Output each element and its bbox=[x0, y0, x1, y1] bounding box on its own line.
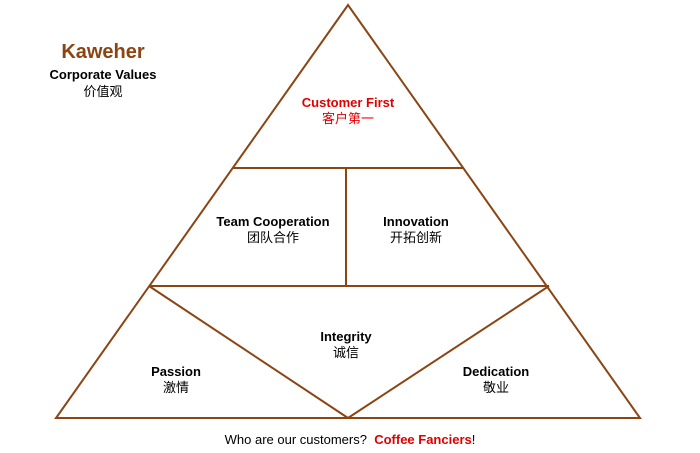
level-middle-left-en: Team Cooperation bbox=[216, 214, 330, 229]
level-middle-right: Innovation 开拓创新 bbox=[336, 213, 496, 248]
footer-line: Who are our customers? Coffee Fanciers! bbox=[0, 432, 700, 447]
footer-suffix: ! bbox=[471, 432, 476, 447]
level-bottom-center-en: Integrity bbox=[320, 329, 372, 344]
level-top: Customer First 客户第一 bbox=[268, 94, 428, 129]
level-middle-right-cn: 开拓创新 bbox=[389, 231, 442, 246]
level-top-en: Customer First bbox=[301, 95, 395, 110]
brand-name: Kaweher bbox=[61, 41, 145, 63]
level-bottom-center: Integrity 诚信 bbox=[266, 328, 426, 363]
divider-bottom-left bbox=[148, 285, 349, 419]
level-bottom-right-en: Dedication bbox=[462, 364, 530, 379]
level-middle-right-en: Innovation bbox=[383, 214, 449, 229]
level-bottom-left-en: Passion bbox=[151, 364, 201, 379]
footer-answer: Coffee Fanciers bbox=[374, 432, 472, 447]
divider-bottom-right bbox=[347, 285, 550, 419]
level-bottom-center-cn: 诚信 bbox=[332, 346, 359, 361]
level-bottom-right-cn: 敬业 bbox=[482, 381, 509, 396]
brand-block: Kaweher Corporate Values 价值观 bbox=[18, 40, 188, 102]
level-top-cn: 客户第一 bbox=[321, 112, 374, 127]
level-bottom-left: Passion 激情 bbox=[96, 363, 256, 398]
brand-subtitle-cn: 价值观 bbox=[83, 85, 123, 100]
level-bottom-left-cn: 激情 bbox=[162, 381, 189, 396]
footer-question: Who are our customers? bbox=[224, 432, 367, 447]
level-middle-left-cn: 团队合作 bbox=[246, 231, 299, 246]
brand-subtitle: Corporate Values bbox=[49, 67, 157, 82]
level-middle-left: Team Cooperation 团队合作 bbox=[193, 213, 353, 248]
level-bottom-right: Dedication 敬业 bbox=[416, 363, 576, 398]
